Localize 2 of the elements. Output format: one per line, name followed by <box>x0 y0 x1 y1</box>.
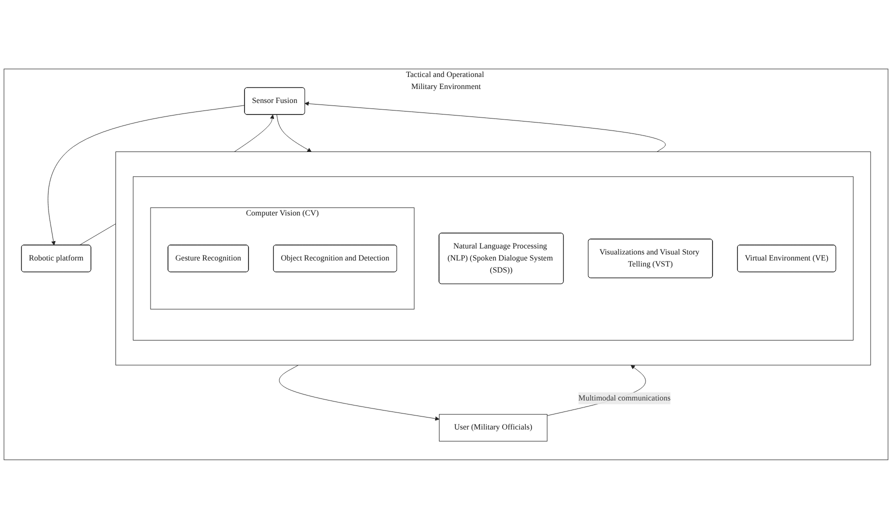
cluster <box>132 176 854 340</box>
cluster <box>116 151 871 365</box>
